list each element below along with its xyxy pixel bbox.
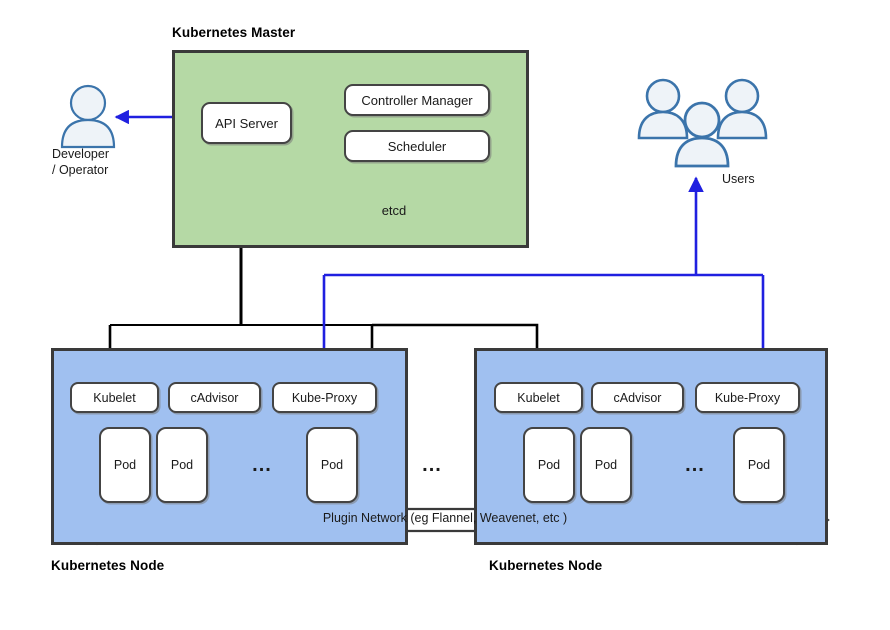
developer-caption-line1: Developer: [52, 147, 109, 161]
node-right-pod-ellipsis: ...: [685, 454, 705, 476]
node-left-pod-1[interactable]: Pod: [99, 427, 151, 503]
node-left-kubeproxy-box[interactable]: Kube-Proxy: [272, 382, 377, 413]
person-icon: [60, 84, 116, 149]
node-left-pod-3[interactable]: Pod: [306, 427, 358, 503]
scheduler-box[interactable]: Scheduler: [344, 130, 490, 162]
developer-caption: Developer / Operator: [52, 146, 138, 178]
etcd-box[interactable]: etcd: [274, 179, 514, 238]
node-right-pod-3[interactable]: Pod: [733, 427, 785, 503]
node-left-pod-ellipsis: ...: [252, 454, 272, 476]
node-left-pod-2[interactable]: Pod: [156, 427, 208, 503]
node-right-cadvisor-box[interactable]: cAdvisor: [591, 382, 684, 413]
node-right-kubelet-box[interactable]: Kubelet: [494, 382, 583, 413]
master-title: Kubernetes Master: [172, 25, 296, 40]
node-left-kubelet-box[interactable]: Kubelet: [70, 382, 159, 413]
node-right-kubeproxy-box[interactable]: Kube-Proxy: [695, 382, 800, 413]
plugin-network-label: Plugin Network (eg Flannel, Weavenet, et…: [322, 511, 568, 525]
node-right-title: Kubernetes Node: [489, 558, 603, 573]
node-left-title: Kubernetes Node: [51, 558, 165, 573]
node-right-pod-1[interactable]: Pod: [523, 427, 575, 503]
etcd-label: etcd: [381, 202, 407, 218]
between-nodes-ellipsis: ...: [422, 454, 442, 476]
users-group-icon: [637, 78, 768, 168]
users-caption: Users: [722, 172, 755, 186]
controller-manager-box[interactable]: Controller Manager: [344, 84, 490, 116]
node-left-cadvisor-box[interactable]: cAdvisor: [168, 382, 261, 413]
api-server-box[interactable]: API Server: [201, 102, 292, 144]
node-right-pod-2[interactable]: Pod: [580, 427, 632, 503]
developer-caption-line2: / Operator: [52, 163, 109, 177]
